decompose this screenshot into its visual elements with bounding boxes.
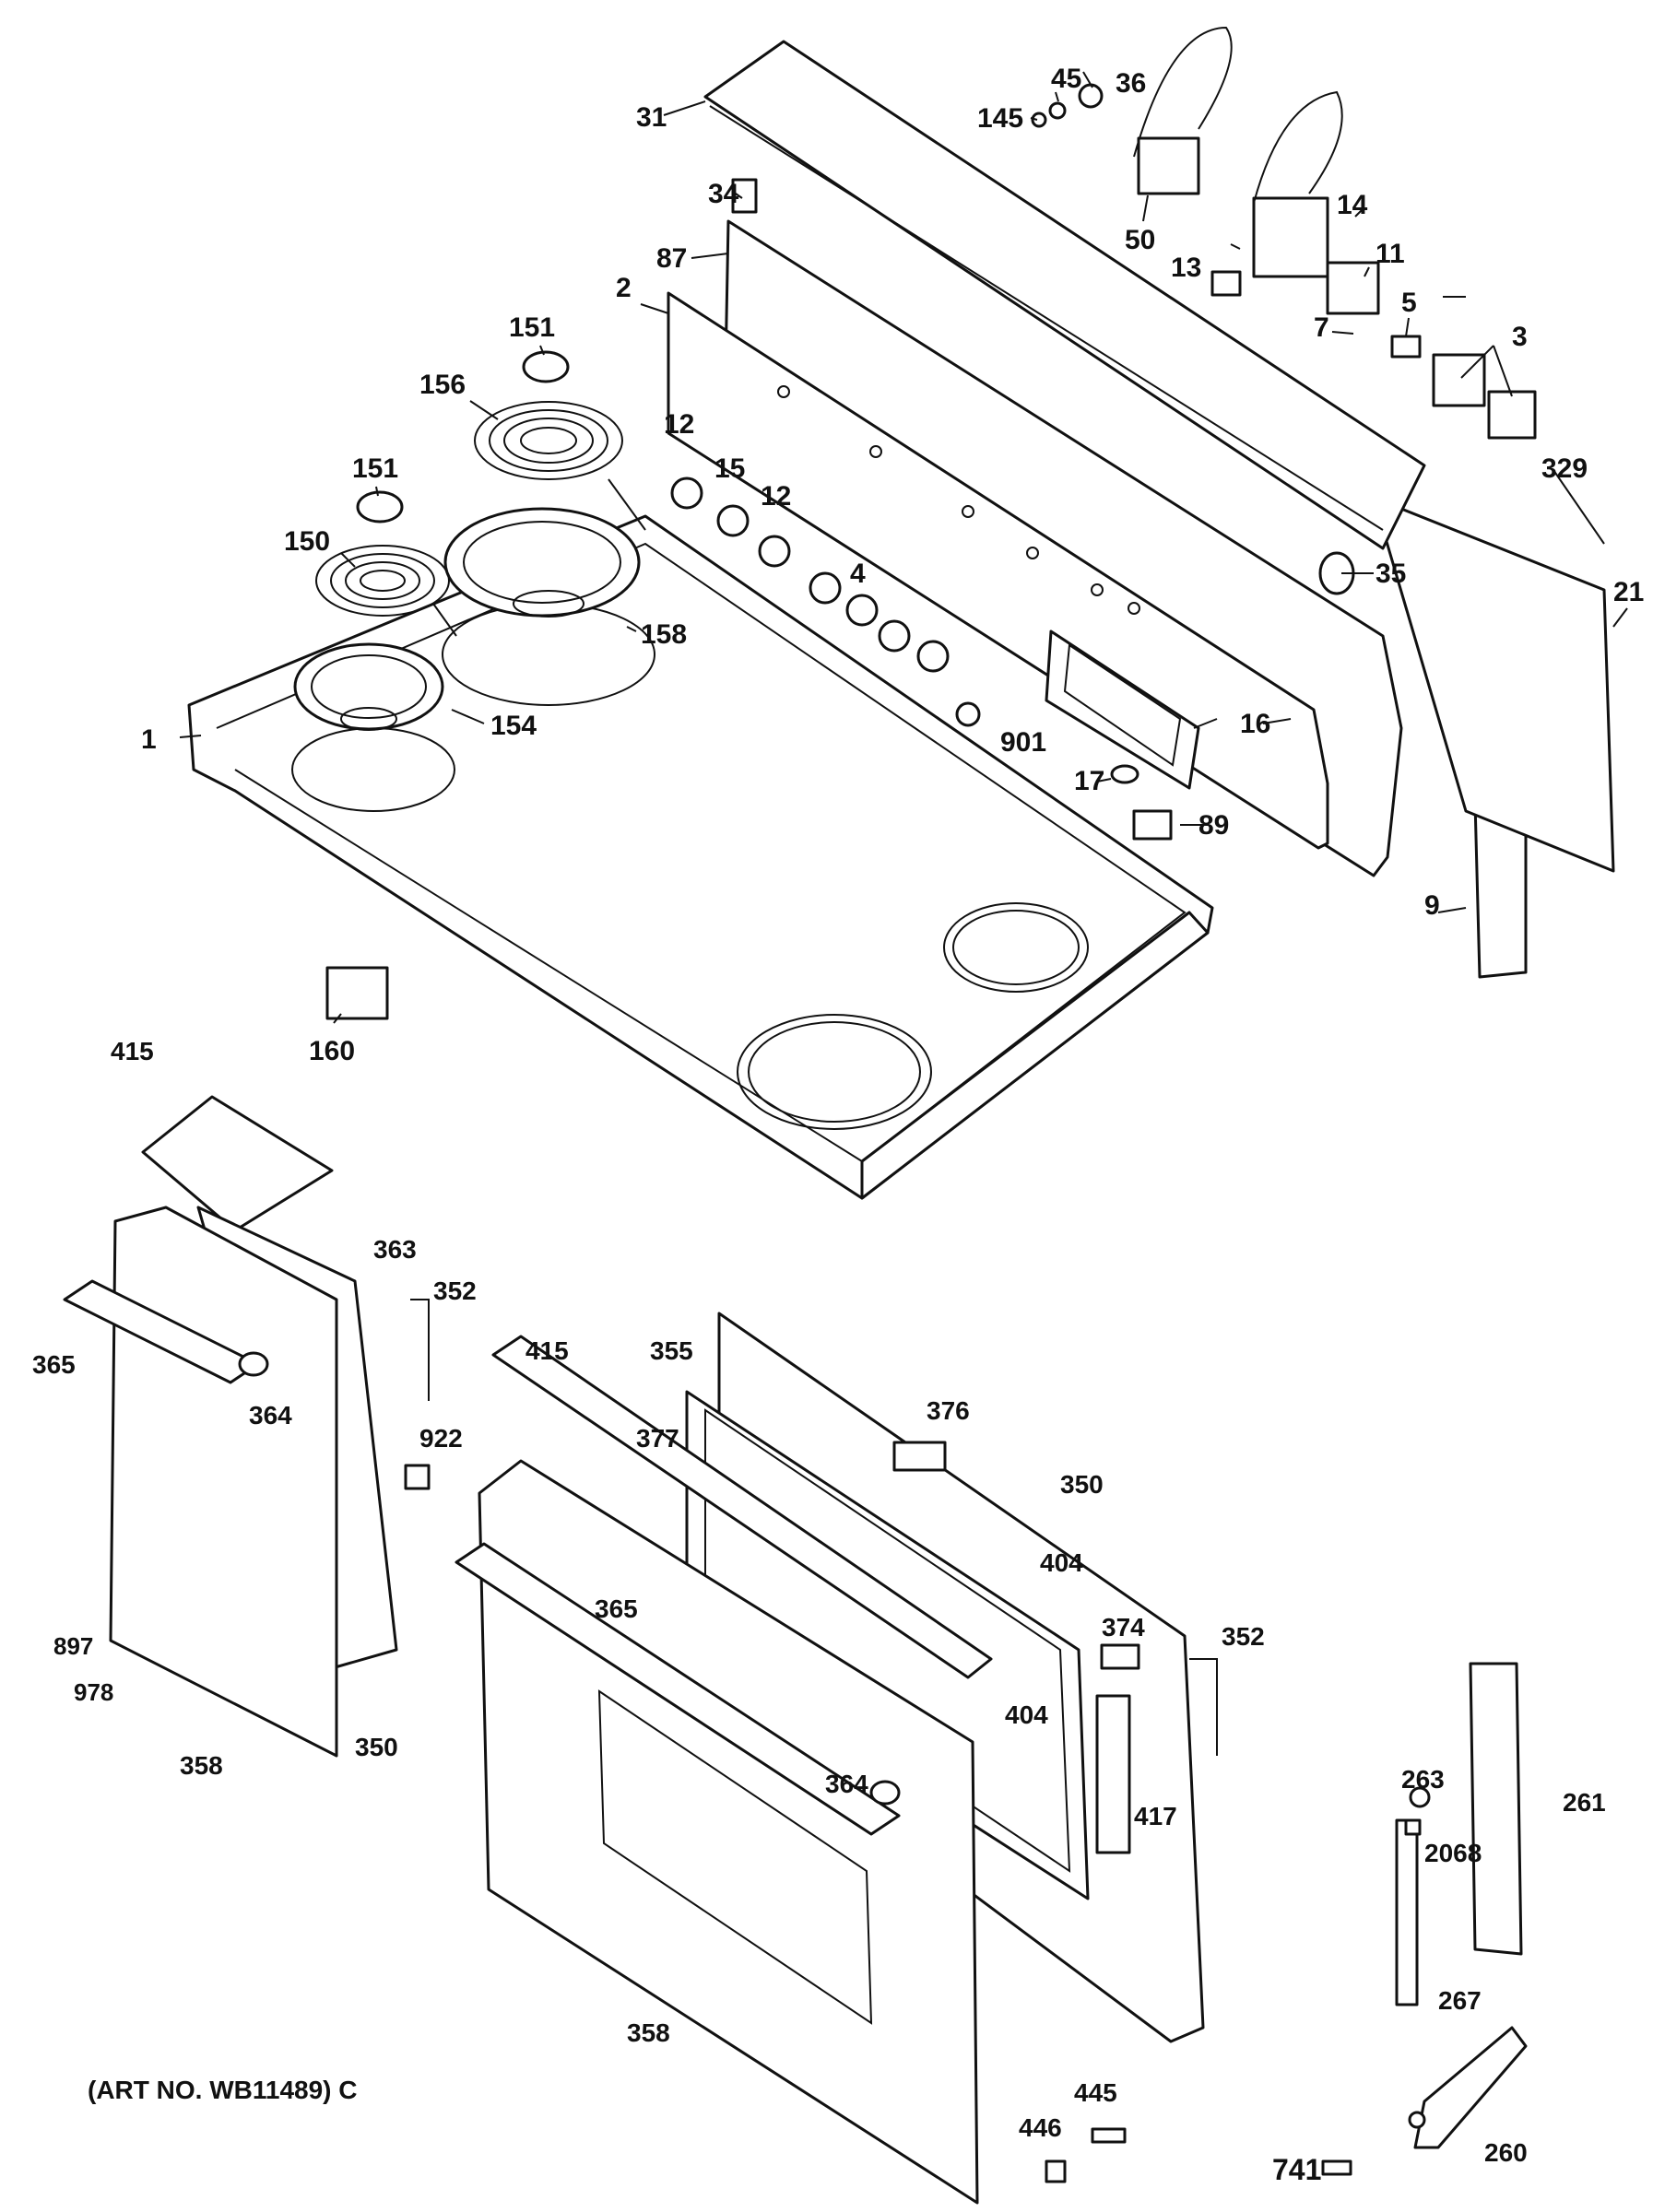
label-150: 150 [284,526,330,557]
label-154: 154 [490,711,537,741]
art-number-note: (ART NO. WB11489) C [88,2076,358,2104]
label-11: 11 [1376,239,1405,269]
label-350b: 350 [355,1733,398,1761]
label-352a: 352 [433,1277,477,1305]
label-145: 145 [977,103,1023,134]
label-358a: 358 [180,1751,223,1780]
label-12a: 12 [664,409,694,440]
switch-components [731,26,1537,595]
small-door [63,1095,431,1758]
clip-901 [955,701,981,727]
label-355: 355 [650,1336,693,1365]
trim-cap-1 [356,490,404,524]
relay-160 [325,966,389,1020]
oven-door-liner [491,1335,993,1679]
label-16: 16 [1240,709,1270,739]
label-45: 45 [1051,64,1081,94]
label-445: 445 [1074,2078,1117,2107]
label-901: 901 [1000,727,1046,758]
label-50: 50 [1125,225,1155,255]
label-89: 89 [1198,810,1229,841]
label-12b: 12 [761,481,791,512]
label-151b: 151 [509,312,555,343]
label-36: 36 [1116,68,1146,99]
leader-lines [179,71,1628,1024]
label-5: 5 [1401,288,1417,318]
label-34: 34 [708,179,739,209]
label-17: 17 [1074,766,1104,796]
label-415a: 415 [111,1037,154,1065]
label-741: 741 [1272,2153,1321,2186]
label-2: 2 [616,273,632,303]
label-1: 1 [141,724,157,755]
label-365a: 365 [32,1350,76,1379]
spring-clip-374 [1100,1643,1140,1670]
label-897: 897 [53,1632,93,1660]
label-151a: 151 [352,453,398,484]
label-14: 14 [1337,190,1368,220]
label-261: 261 [1563,1788,1606,1817]
label-9: 9 [1424,890,1440,921]
knobs [670,477,950,673]
top-trim [703,40,1426,550]
label-4: 4 [850,559,866,589]
label-374: 374 [1102,1613,1145,1641]
bracket-376 [892,1441,947,1472]
oven-door-outer [455,1459,979,2205]
screw-446 [1045,2159,1067,2183]
lamp-17 [1110,764,1139,784]
label-376: 376 [927,1396,970,1425]
bracket-89 [1132,809,1173,841]
label-15: 15 [714,453,745,484]
label-156: 156 [419,370,466,400]
label-31: 31 [636,102,667,133]
label-358b: 358 [627,2018,670,2047]
label-922: 922 [419,1424,463,1453]
label-446: 446 [1019,2113,1062,2142]
label-35: 35 [1376,559,1406,589]
label-3: 3 [1512,322,1528,352]
label-404b: 404 [1005,1700,1048,1729]
label-7: 7 [1314,312,1329,343]
label-87: 87 [656,243,687,274]
label-978: 978 [74,1678,113,1706]
label-158: 158 [641,619,687,650]
clock-module [1045,629,1200,790]
label-377: 377 [636,1424,679,1453]
surface-unit-small [315,545,457,637]
label-404a: 404 [1040,1548,1083,1577]
label-365b: 365 [595,1594,638,1623]
screw-445 [1091,2127,1127,2144]
label-21: 21 [1613,577,1644,607]
label-363: 363 [373,1235,417,1264]
hinge-rod-right [1189,1658,1218,1756]
label-2068: 2068 [1424,1839,1482,1867]
hinge-assembly [1395,1662,1528,2149]
label-417: 417 [1134,1802,1177,1830]
trim-cap-2 [522,350,570,383]
label-267: 267 [1438,1986,1482,2015]
label-160: 160 [309,1036,355,1066]
label-352b: 352 [1222,1622,1265,1651]
bracket-417 [1095,1694,1131,1854]
surface-unit-large [474,401,646,531]
label-350a: 350 [1060,1470,1104,1499]
label-263: 263 [1401,1765,1445,1794]
rear-panel [1372,496,1615,873]
label-13: 13 [1171,253,1201,283]
part-labels: 1 2 3 4 5 7 9 11 12 12 13 14 15 16 17 21… [32,64,1644,2186]
label-364a: 364 [249,1401,292,1430]
label-329: 329 [1541,453,1588,484]
drip-pan-small [293,642,444,731]
label-415b: 415 [525,1336,569,1365]
label-260: 260 [1484,2138,1528,2167]
screw-741 [1321,2159,1352,2176]
drip-pan-large [443,507,641,618]
label-364b: 364 [825,1770,868,1798]
